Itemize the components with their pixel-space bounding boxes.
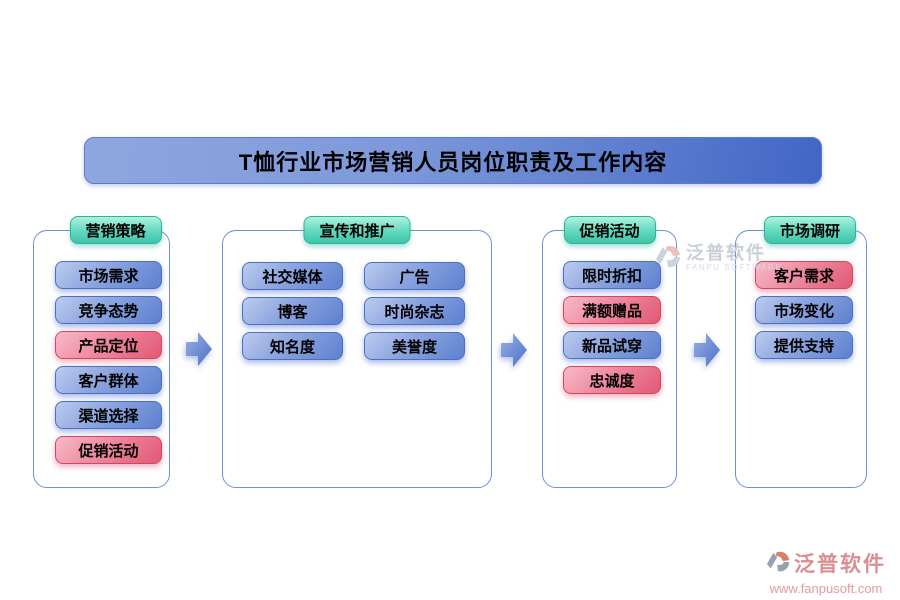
item-list: 限时折扣 满额赠品 新品试穿 忠诚度 — [543, 231, 676, 394]
panel-market-research: 市场调研 客户需求 市场变化 提供支持 — [735, 216, 867, 488]
arrow-right-icon — [694, 331, 721, 369]
item-product-positioning: 产品定位 — [55, 331, 162, 359]
item-fashion-magazine: 时尚杂志 — [364, 297, 465, 325]
item-new-product-tryon: 新品试穿 — [563, 331, 661, 359]
item-channel-selection: 渠道选择 — [55, 401, 162, 429]
item-limited-time-discount: 限时折扣 — [563, 261, 661, 289]
arrow-right-icon — [186, 330, 213, 368]
page-title: T恤行业市场营销人员岗位职责及工作内容 — [84, 137, 822, 184]
footer-brand: 泛普软件 — [794, 552, 886, 576]
item-market-changes: 市场变化 — [755, 296, 853, 324]
footer-url: www.fanpusoft.com — [769, 581, 883, 596]
panel-promo-activities: 促销活动 限时折扣 满额赠品 新品试穿 忠诚度 — [542, 216, 677, 488]
item-market-demand: 市场需求 — [55, 261, 162, 289]
arrow-right-icon — [501, 331, 528, 369]
item-competition: 竞争态势 — [55, 296, 162, 324]
item-promotion-activity: 促销活动 — [55, 436, 162, 464]
fanpu-watermark-footer: 泛普软件 www.fanpusoft.com — [766, 549, 886, 596]
item-grid: 社交媒体 广告 博客 时尚杂志 知名度 美誉度 — [223, 231, 491, 360]
panel-publicity-promotion: 宣传和推广 社交媒体 广告 博客 时尚杂志 知名度 美誉度 — [222, 216, 492, 488]
tab-publicity-promotion: 宣传和推广 — [303, 216, 411, 244]
tab-marketing-strategy: 营销策略 — [69, 216, 162, 244]
item-awareness: 知名度 — [242, 332, 343, 360]
item-list: 市场需求 竞争态势 产品定位 客户群体 渠道选择 促销活动 — [34, 231, 169, 464]
panel-marketing-strategy: 营销策略 市场需求 竞争态势 产品定位 客户群体 渠道选择 促销活动 — [33, 216, 170, 488]
item-full-amount-gift: 满额赠品 — [563, 296, 661, 324]
item-customer-needs: 客户需求 — [755, 261, 853, 289]
item-social-media: 社交媒体 — [242, 262, 343, 290]
item-loyalty: 忠诚度 — [563, 366, 661, 394]
item-advertising: 广告 — [364, 262, 465, 290]
item-provide-support: 提供支持 — [755, 331, 853, 359]
item-list: 客户需求 市场变化 提供支持 — [736, 231, 866, 359]
item-blog: 博客 — [242, 297, 343, 325]
tab-market-research: 市场调研 — [763, 216, 857, 244]
item-reputation: 美誉度 — [364, 332, 465, 360]
fanpu-logo-icon — [766, 549, 792, 580]
item-customer-group: 客户群体 — [55, 366, 162, 394]
tab-promo-activities: 促销活动 — [563, 216, 656, 244]
